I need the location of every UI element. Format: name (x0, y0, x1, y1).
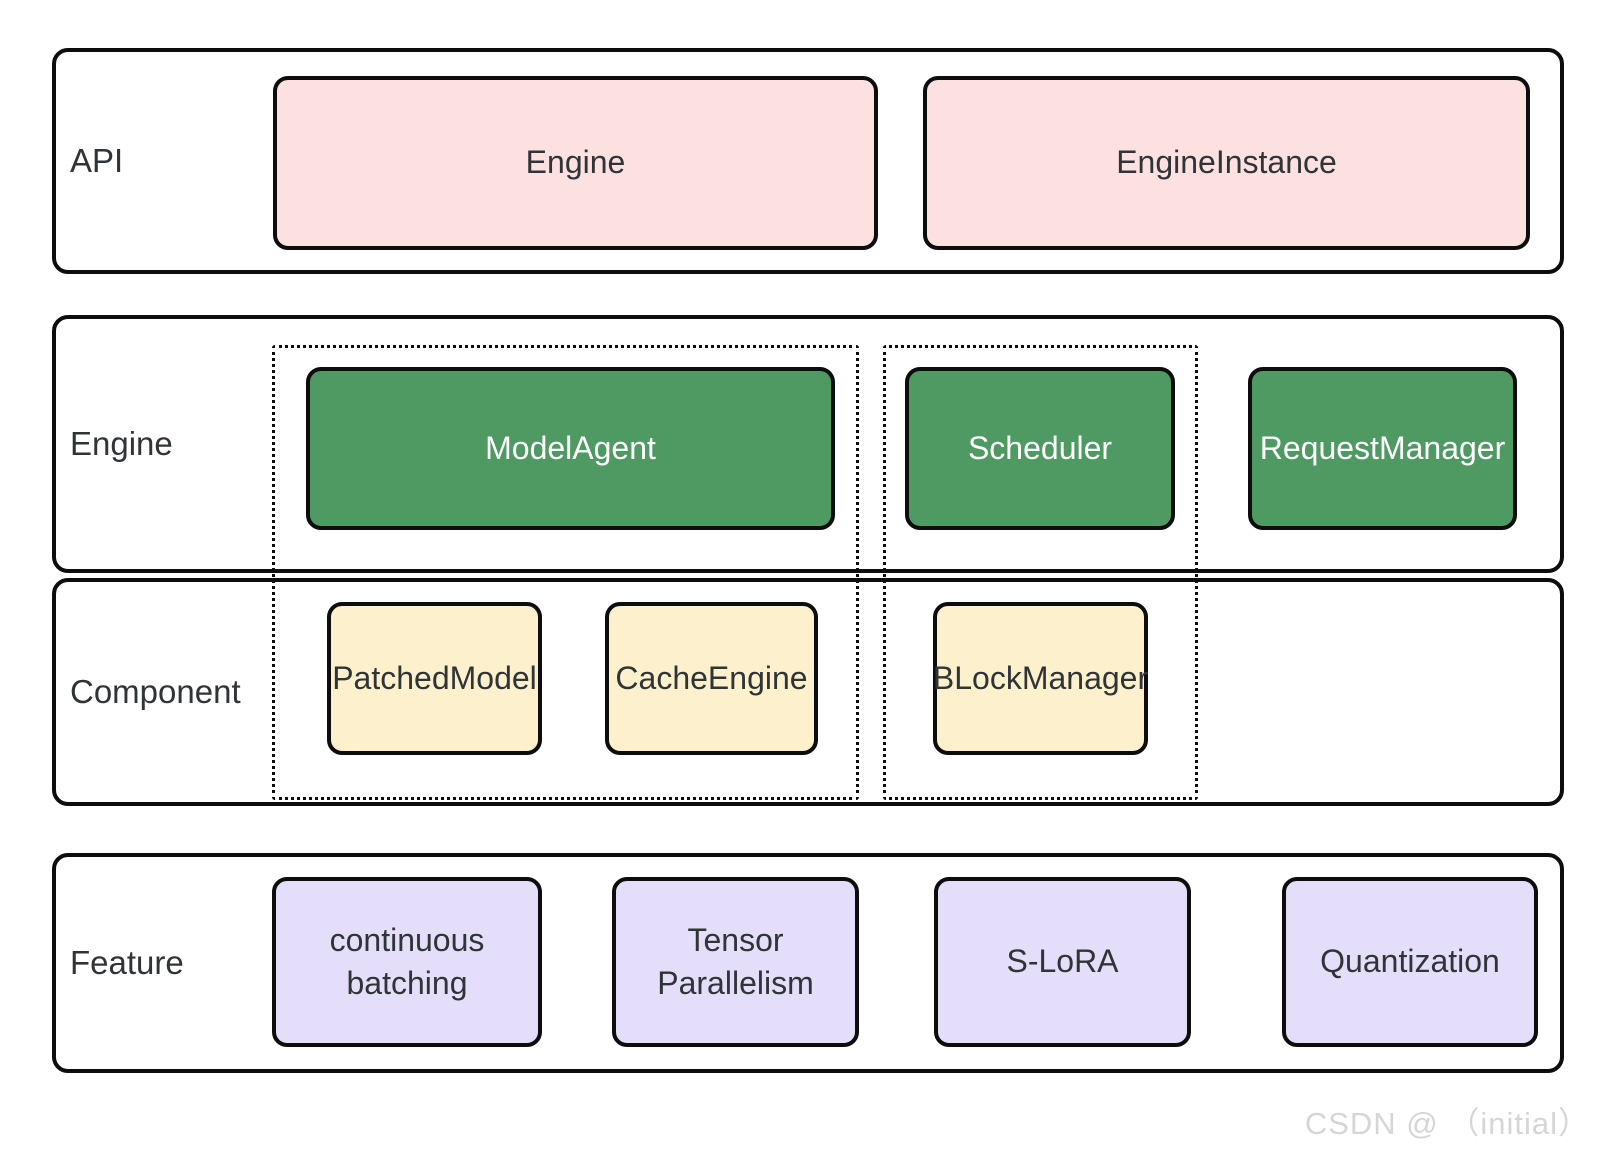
node-tensor-parallelism: Tensor Parallelism (612, 877, 859, 1047)
node-model-agent: ModelAgent (306, 367, 835, 530)
layer-row-engine: Engine (52, 315, 1564, 573)
layer-label-engine: Engine (70, 425, 173, 462)
node-request-manager: RequestManager (1248, 367, 1517, 530)
csdn-watermark: CSDN @ （initial） (1304, 1106, 1590, 1141)
layer-row-component: Component (52, 578, 1564, 806)
node-engine: Engine (273, 76, 878, 250)
layer-row-feature: Feature (52, 853, 1564, 1073)
node-block-manager: BLockManager (933, 602, 1148, 755)
node-scheduler: Scheduler (905, 367, 1175, 530)
node-continuous-batching: continuous batching (272, 877, 542, 1047)
node-patched-model: PatchedModel (327, 602, 542, 755)
layer-label-component: Component (70, 673, 241, 710)
layer-label-api: API (70, 142, 124, 179)
node-s-lora: S-LoRA (934, 877, 1191, 1047)
node-quantization: Quantization (1282, 877, 1538, 1047)
layer-label-feature: Feature (70, 944, 184, 981)
layer-row-api: API (52, 48, 1564, 274)
node-cache-engine: CacheEngine (605, 602, 818, 755)
node-engine-instance: EngineInstance (923, 76, 1530, 250)
